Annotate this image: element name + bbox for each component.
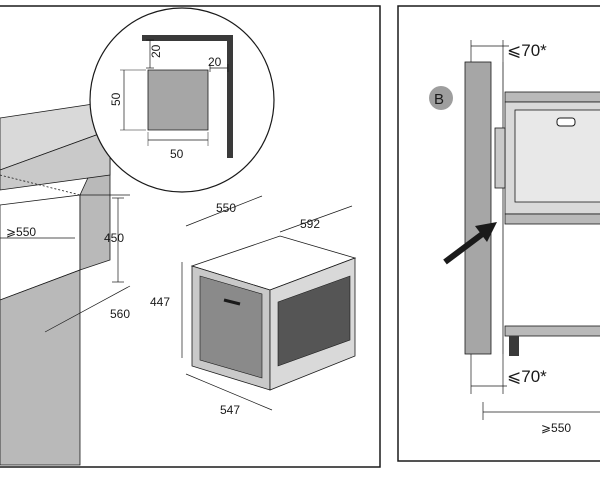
- top-gap-label: ⩽70*: [507, 41, 547, 60]
- detail-opening: [147, 69, 209, 131]
- left-installation-panel: 20 20 50 50 ⩾550 450 560 550 592 447 547: [0, 5, 381, 468]
- oven-dimension-lines: [181, 195, 353, 411]
- depth-min-dimension: [482, 402, 600, 420]
- detail-height-label: 50: [109, 92, 123, 106]
- right-diagram-svg: B ⩽70* ⩽70* ⩾550: [397, 5, 600, 462]
- airflow-arrow-icon: [443, 222, 497, 265]
- detail-width-label: 50: [170, 147, 184, 161]
- cavity-dimension-lines: [0, 197, 131, 333]
- bottom-gap-dimension: [470, 354, 507, 394]
- marker-circle: [429, 86, 453, 110]
- cavity-depth-min-label: ⩾550: [6, 225, 36, 239]
- ventilation-detail-callout: [89, 7, 275, 193]
- cabinet-niche: [0, 99, 130, 466]
- detail-cabinet-edge: [142, 35, 233, 158]
- top-gap-dimension: [470, 40, 509, 62]
- left-diagram-svg: 20 20 50 50 ⩾550 450 560 550 592 447 547: [0, 5, 381, 468]
- oven-height-label: 447: [150, 295, 170, 309]
- oven-in-cabinet: [494, 91, 600, 356]
- bottom-gap-label: ⩽70*: [507, 367, 547, 386]
- cavity-height-label: 450: [104, 231, 124, 245]
- oven-front-width-label: 547: [220, 403, 240, 417]
- left-frame: [0, 5, 381, 468]
- depth-min-label: ⩾550: [541, 421, 571, 435]
- marker-label: B: [434, 91, 444, 108]
- side-panel: [464, 61, 492, 355]
- oven-illustration: [190, 235, 357, 391]
- cavity-depth-label: 560: [110, 307, 130, 321]
- oven-depth-label: 550: [216, 201, 236, 215]
- oven-width-label: 592: [300, 217, 320, 231]
- detail-side-gap-label: 20: [208, 55, 222, 69]
- detail-vertical-gap-label: 20: [149, 44, 163, 58]
- right-installation-panel: B ⩽70* ⩽70* ⩾550: [397, 0, 600, 472]
- right-frame: [397, 5, 600, 462]
